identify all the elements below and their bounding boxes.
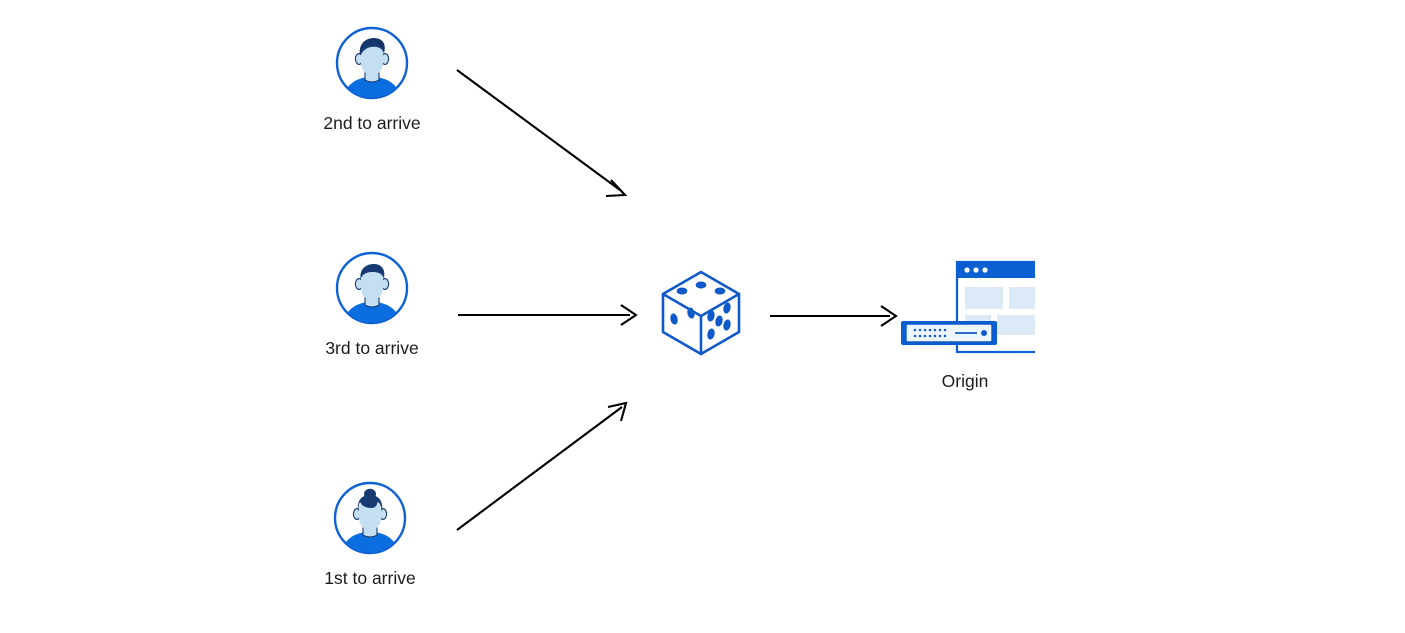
arrow-2nd-to-dice bbox=[456, 69, 628, 198]
node-label: 2nd to arrive bbox=[323, 113, 421, 133]
user-avatar-icon bbox=[333, 481, 407, 555]
arrow-1st-to-dice bbox=[456, 401, 628, 531]
dice-icon[interactable] bbox=[657, 268, 745, 358]
server-device-icon bbox=[901, 321, 997, 345]
origin-label: Origin bbox=[941, 371, 989, 391]
node-visitor-3rd[interactable]: 3rd to arrive bbox=[272, 251, 472, 359]
arrow-head bbox=[605, 179, 628, 198]
arrow-3rd-to-dice bbox=[458, 304, 638, 326]
dice-left-pips bbox=[670, 307, 695, 325]
node-label: 1st to arrive bbox=[324, 568, 416, 588]
origin-server-icon bbox=[895, 258, 1035, 358]
arrow-line bbox=[456, 69, 621, 191]
user-avatar-icon bbox=[335, 251, 409, 325]
dice-right-pips bbox=[707, 302, 731, 340]
arrow-head bbox=[607, 401, 628, 422]
arrow-head bbox=[620, 304, 638, 326]
dice-top-pips bbox=[676, 281, 726, 295]
arrow-line bbox=[456, 406, 623, 531]
node-label: 3rd to arrive bbox=[325, 338, 419, 358]
node-visitor-1st[interactable]: 1st to arrive bbox=[270, 481, 470, 589]
node-visitor-2nd[interactable]: 2nd to arrive bbox=[272, 26, 472, 134]
user-avatar-icon bbox=[335, 26, 409, 100]
node-origin[interactable]: Origin bbox=[865, 258, 1065, 392]
